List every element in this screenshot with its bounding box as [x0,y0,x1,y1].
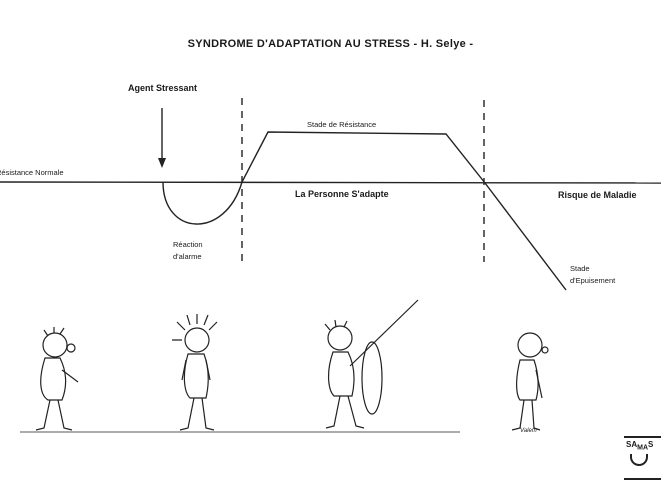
figure-alarm [172,314,218,431]
figure-exhausted [511,332,549,431]
baseline-normal-resistance [0,181,661,184]
resistance-curve [162,131,567,291]
label-risque-maladie: Risque de Maladie [558,190,637,200]
samas-logo: SAMAS [624,436,661,480]
label-stade-resistance: Stade de Résistance [307,120,377,129]
figure-resistance [324,299,419,429]
label-resistance-normale: Résistance Normale [0,168,64,177]
signature: Valem [520,428,537,434]
figure-normal [35,327,79,431]
arrow-head-icon [158,158,166,168]
label-personne-adapte: La Personne S'adapte [295,189,389,199]
label-alarme: d'alarme [173,252,202,261]
label-epuisement: d'Epuisement [570,276,616,285]
label-stade: Stade [570,264,590,273]
label-agent-stressant: Agent Stressant [128,83,198,93]
page-title: SYNDROME D'ADAPTATION AU STRESS - H. Sel… [187,38,474,50]
label-reaction: Réaction [173,240,203,249]
